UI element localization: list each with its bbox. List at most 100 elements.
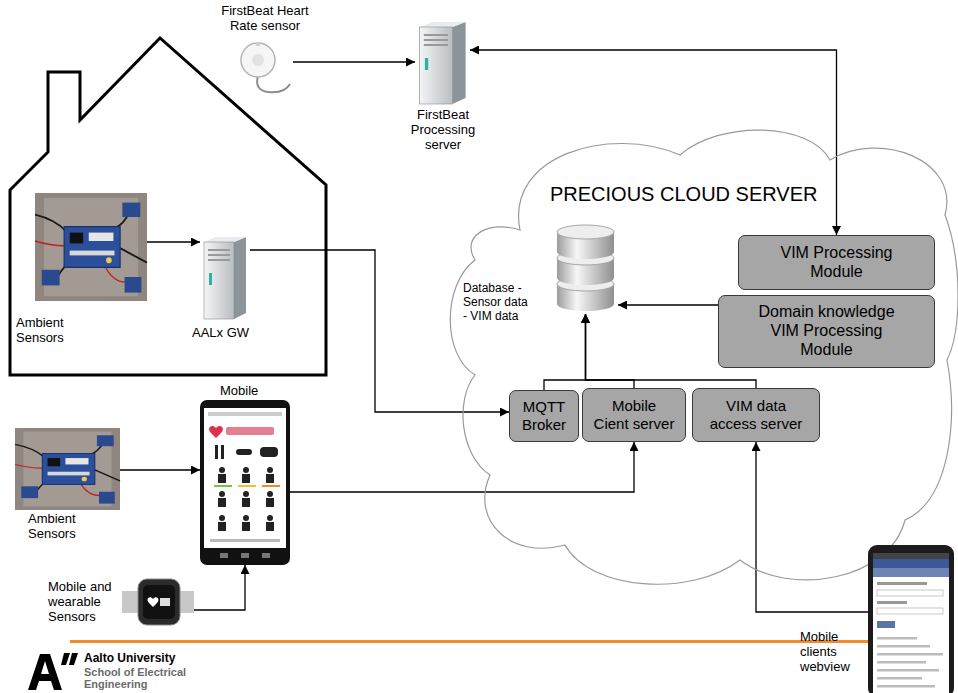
server-icon-part (204, 237, 246, 242)
ambient-sensors: Ambient Sensors (35, 193, 147, 301)
ambient-sensor-photo-part (21, 486, 38, 498)
node-label: FirstBeat Heart Rate sensor (210, 4, 320, 34)
mobile-phone-app-part (266, 522, 274, 531)
ambient-sensor-photo (15, 428, 120, 510)
webview-phone-part (877, 677, 922, 680)
mobile-phone-app-part (221, 445, 224, 459)
mobile-phone-app-part (218, 522, 226, 531)
smartwatch-icon (122, 577, 194, 627)
mobile-phone-app-part (218, 474, 226, 483)
mobile-phone-app-part (267, 467, 273, 473)
node-label: Database -Sensor data - VIM data (463, 282, 535, 323)
server-icon-part (425, 58, 428, 70)
connector-arrow (544, 314, 586, 390)
webview-phone-part (877, 582, 927, 585)
heart-rate-sensor-icon-part (241, 43, 275, 77)
mobile-phone-app-part (242, 474, 250, 483)
smartwatch-icon-part (148, 597, 159, 607)
connector-arrow (194, 565, 245, 610)
mobile-phone-app-part (236, 449, 252, 455)
mobile-phone-app-part (215, 445, 218, 459)
mobile-phone-app-part (226, 427, 274, 435)
mobile-phone-app-part (266, 498, 274, 507)
webview-phone-part (877, 608, 943, 614)
mobile-phone-app (200, 400, 290, 565)
footer-rule (70, 640, 868, 643)
mobile-phone-app-part (242, 498, 250, 507)
connector-arrow (120, 469, 200, 470)
mobile-phone-app-part (238, 485, 256, 487)
webview-phone-part (877, 590, 943, 596)
server-icon-part (209, 273, 212, 285)
server-icon-part (424, 39, 448, 41)
server-icon-part (208, 249, 230, 251)
server-icon-part (204, 242, 234, 319)
processing-server: FirstBeat Processing server (415, 20, 470, 105)
ambient-sensor-photo-part (82, 477, 87, 482)
gateway-server: AALx GW (200, 235, 250, 320)
mobile-phone-app-part (262, 553, 270, 558)
ambient-sensor-photo-part (15, 428, 120, 510)
mobile-phone-app-part (209, 426, 223, 438)
mobile-phone-app-part (267, 491, 273, 497)
box-label: Domain knowledge VIM Processing Module (752, 303, 902, 360)
connector-arrow (250, 250, 509, 412)
ambient-sensor-photo-part (65, 458, 88, 464)
cloud-region: PRECIOUS CLOUD SERVERDatabase -Sensor da… (450, 120, 958, 600)
ambient-sensor-photo-part (99, 492, 115, 504)
box-label: MQTT Broker (513, 398, 575, 433)
ambient-sensor-photo-part (122, 203, 140, 217)
server-box: Mobile Cient server (582, 388, 686, 442)
server-icon-part (208, 259, 230, 261)
mobile-phone-app-part (241, 553, 249, 558)
mobile-phone-app-part (266, 474, 274, 483)
database-icon-part (557, 225, 614, 239)
mobile-phone-app-part (262, 485, 280, 487)
ambient-sensor-photo-part (48, 458, 61, 466)
mobile-phone-app-part (260, 447, 278, 457)
smartwatch-icon-part (143, 585, 175, 619)
node-label: Mobile clients webview (800, 630, 862, 675)
smartwatch-icon-part (160, 598, 170, 606)
box-label: VIM data access server (706, 397, 806, 432)
heart-rate-sensor-icon-part (252, 54, 264, 66)
server-icon-part (234, 237, 246, 319)
ambient-sensor-photo-part (35, 193, 147, 301)
heart-rate-sensor-icon-part (257, 76, 290, 92)
webview-phone-part (873, 568, 949, 577)
ambient-sensor-photo-part (64, 227, 120, 268)
ambient-sensors: Ambient Sensors (15, 428, 120, 510)
webview-phone-part (877, 661, 926, 664)
box-label: VIM Processing Module (762, 244, 912, 282)
ambient-sensor-photo-part (125, 277, 142, 293)
node-label: FirstBeat Processing server (393, 108, 493, 153)
node-label: Mobile and wearable Sensors (48, 580, 120, 625)
connector-arrow (293, 61, 415, 62)
connector-arrow (290, 442, 634, 492)
mobile-phone-app-part (210, 539, 280, 542)
ambient-sensor-photo-part (48, 472, 90, 476)
connector-arrow (147, 241, 200, 242)
ambient-sensor-photo-part (70, 251, 115, 256)
mobile-phone-app-part (242, 522, 250, 531)
logo-text: Aalto University (84, 652, 244, 665)
wearable-sensor: Mobile and wearable Sensors (122, 577, 194, 627)
server-icon-part (424, 44, 448, 46)
connector-arrow (618, 304, 718, 305)
mobile-phone-app-part (220, 553, 228, 558)
server-icon (415, 20, 470, 105)
mobile-phone-app-part (243, 515, 249, 521)
webview-phone-part (877, 685, 935, 688)
mobile-phone-app-part (214, 485, 232, 487)
server-icon-part (208, 254, 230, 256)
server-icon-part (419, 27, 452, 104)
mobile-phone-app-part (219, 467, 225, 473)
ambient-sensor-photo-part (106, 257, 112, 263)
aalto-logo-quote (61, 653, 70, 665)
smartwatch-icon-part (138, 579, 180, 625)
heart-rate-sensor-icon-part (256, 42, 260, 46)
webview-client: Mobile clients webview (868, 545, 954, 693)
webview-phone-part (877, 601, 907, 604)
house-outline (10, 38, 326, 375)
